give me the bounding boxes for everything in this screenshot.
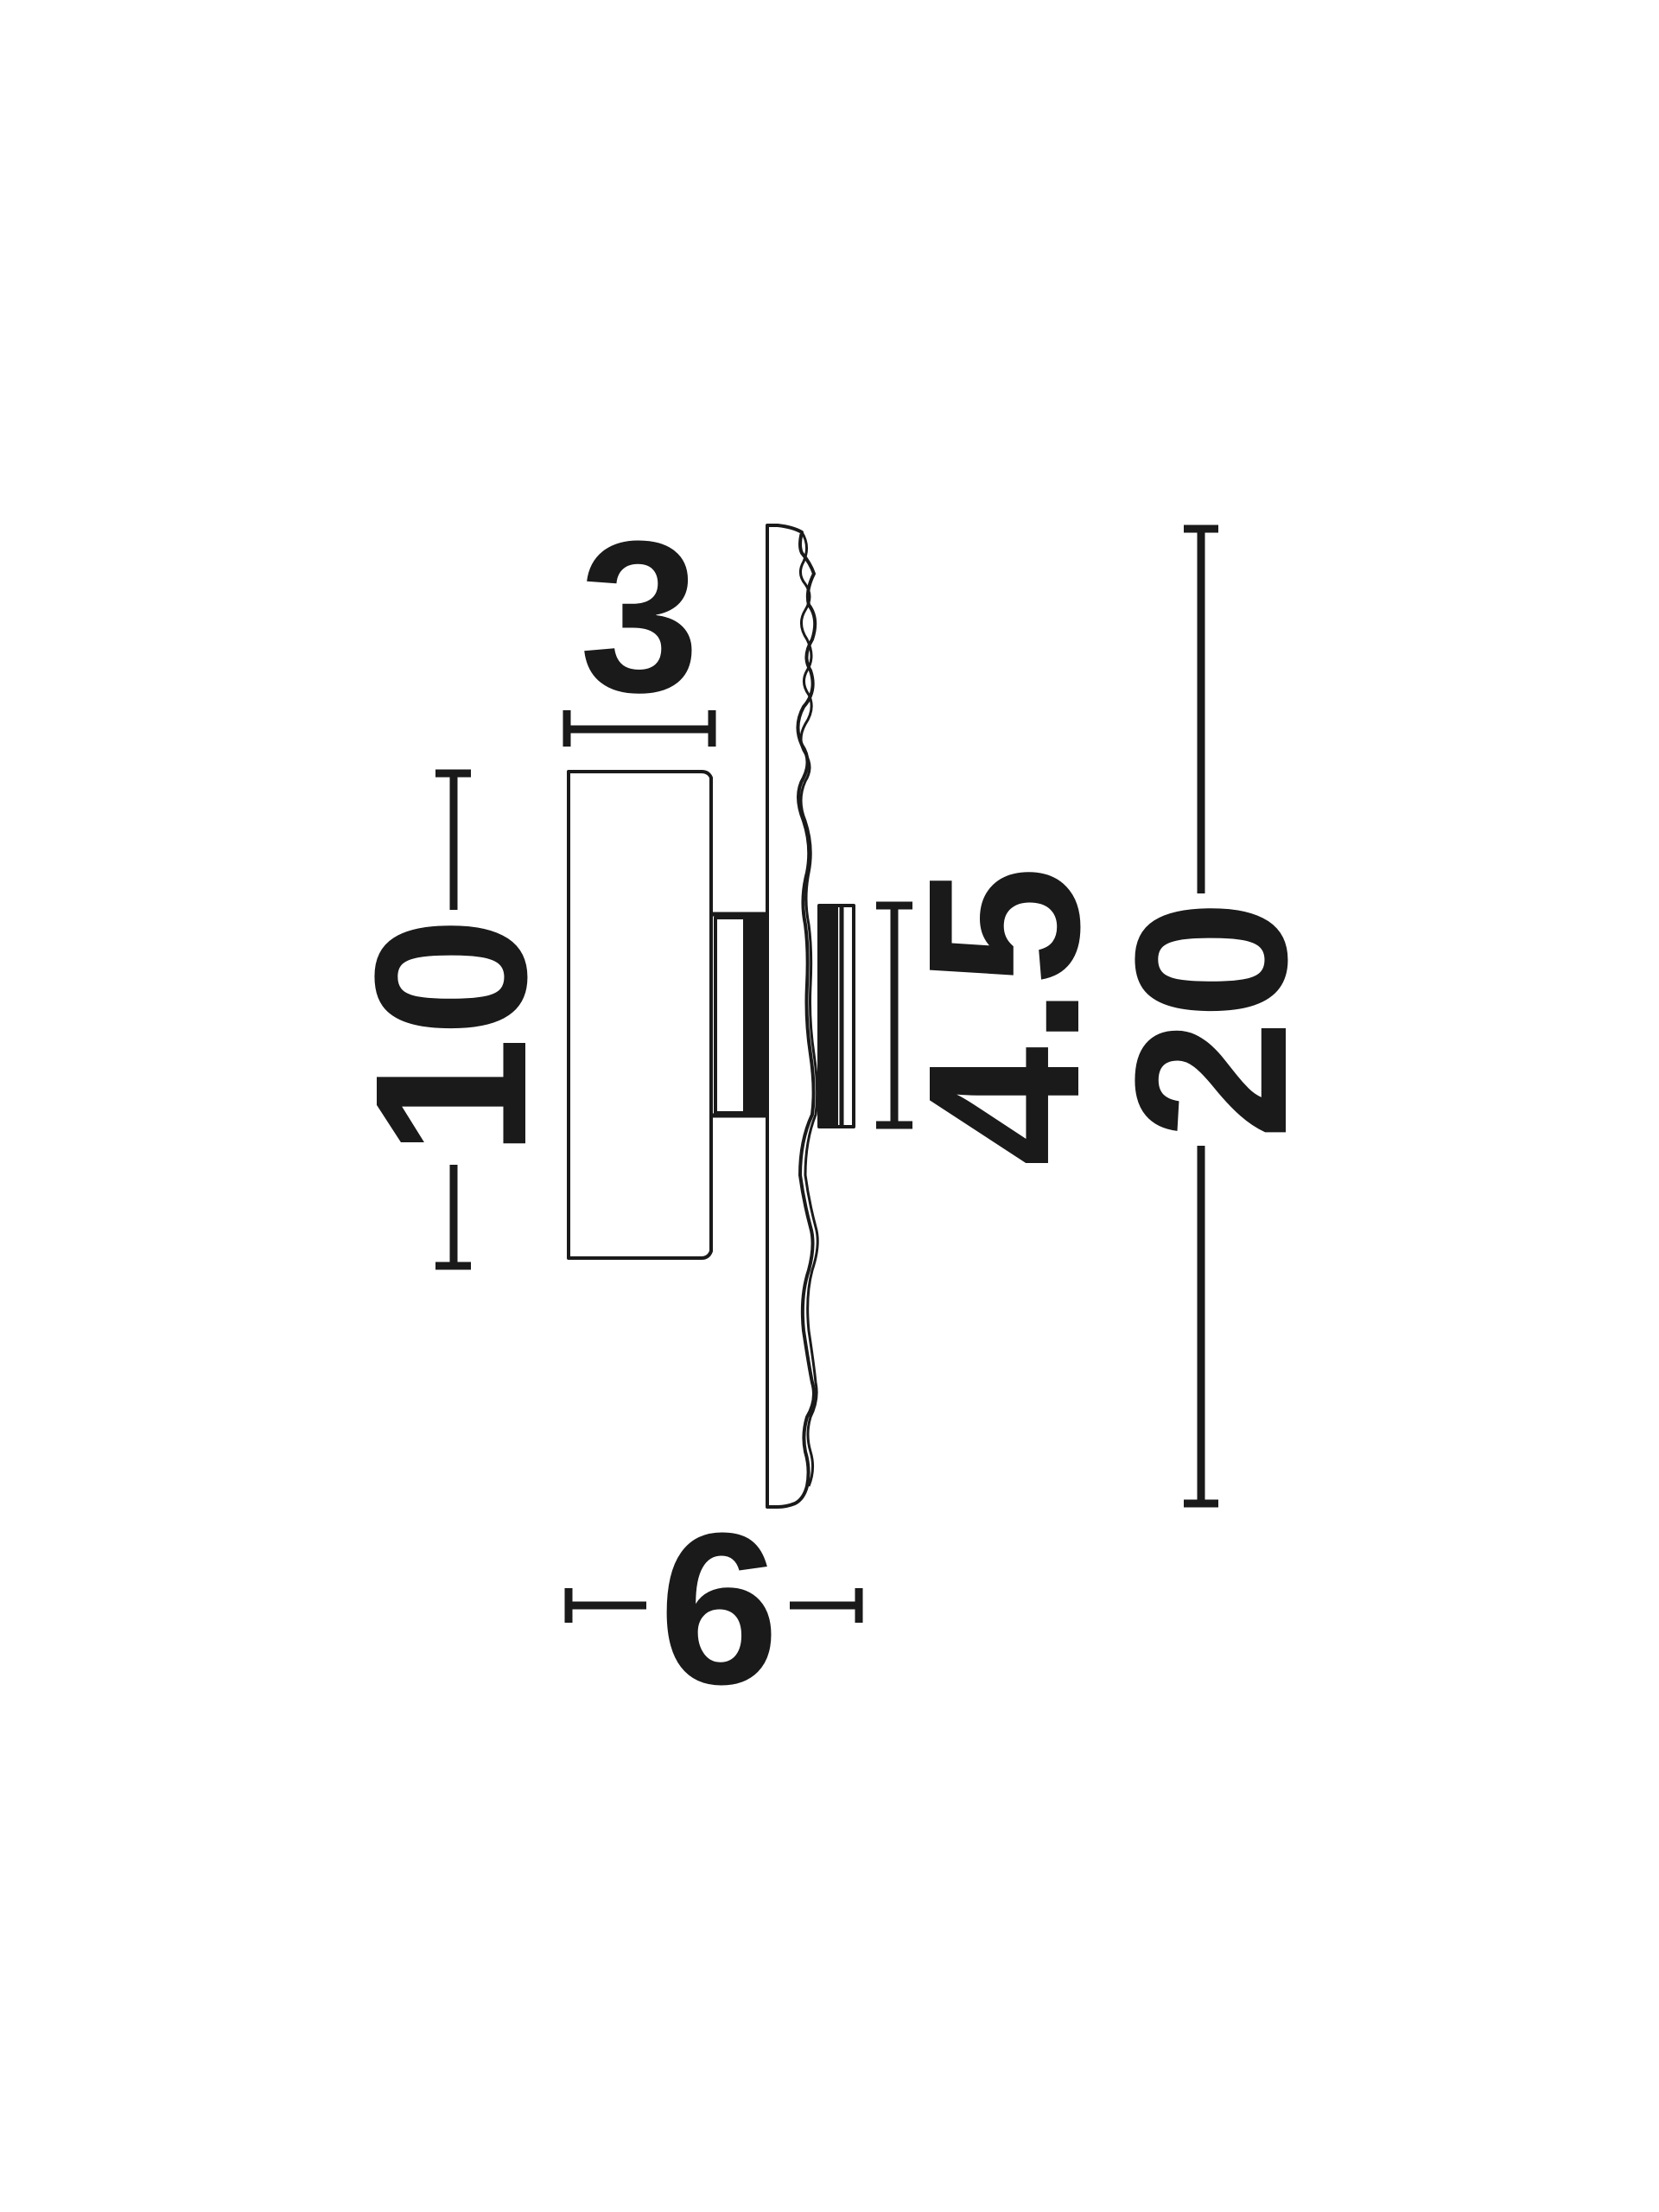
dimension-height-mount: 4.5 bbox=[876, 866, 1124, 1166]
dimension-depth-body: 3 bbox=[563, 496, 716, 747]
dimension-height-total: 20 bbox=[1090, 524, 1332, 1508]
wavy-plate-outline bbox=[766, 524, 817, 1509]
body-connector bbox=[711, 912, 769, 1118]
dimension-height-body: 10 bbox=[330, 769, 571, 1270]
depth-total-label: 6 bbox=[658, 1488, 779, 1729]
lamp-body-outline bbox=[567, 770, 713, 1260]
height-mount-label: 4.5 bbox=[883, 866, 1124, 1166]
depth-body-label: 3 bbox=[579, 496, 699, 737]
height-body-label: 10 bbox=[330, 917, 571, 1157]
wavy-plate-edge bbox=[799, 531, 819, 1487]
height-total-label: 20 bbox=[1090, 899, 1332, 1140]
rear-mount bbox=[817, 904, 855, 1128]
dimension-depth-total: 6 bbox=[564, 1488, 863, 1729]
